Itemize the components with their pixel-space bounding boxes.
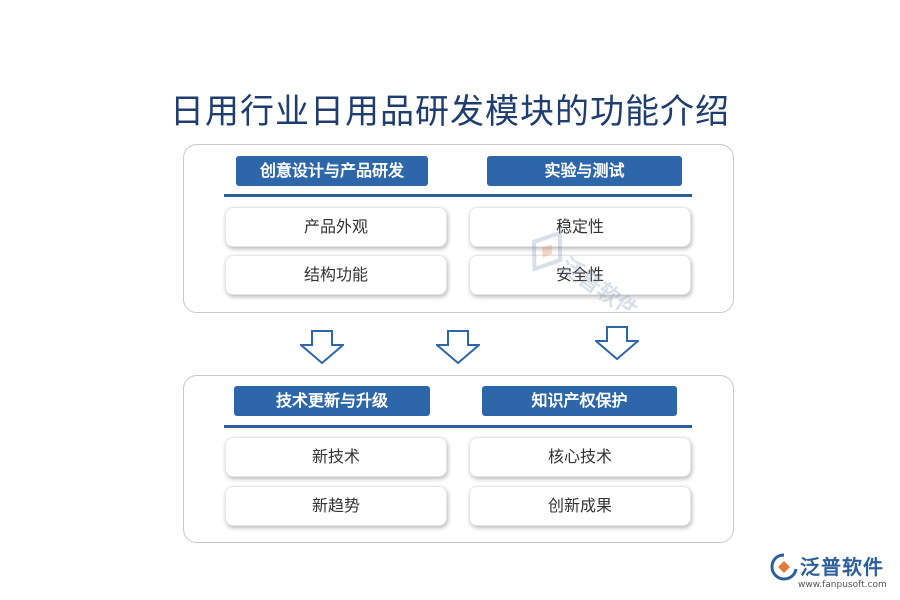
item-new-technology: 新技术 bbox=[225, 437, 447, 477]
top-panel: 创意设计与产品研发 实验与测试 产品外观 稳定性 结构功能 安全性 bbox=[183, 144, 734, 313]
down-arrow-icon bbox=[595, 326, 639, 360]
bottom-divider bbox=[224, 425, 692, 428]
brand-url: www.fanpusoft.com bbox=[798, 580, 887, 590]
header-ip-protection: 知识产权保护 bbox=[482, 386, 677, 416]
item-structure-function: 结构功能 bbox=[225, 255, 447, 295]
top-divider bbox=[224, 194, 692, 197]
header-experiment-testing: 实验与测试 bbox=[487, 156, 682, 186]
watermark-logo: 泛普软件 bbox=[513, 220, 653, 324]
header-tech-update: 技术更新与升级 bbox=[234, 386, 430, 416]
item-core-technology: 核心技术 bbox=[469, 437, 691, 477]
item-innovation-results: 创新成果 bbox=[469, 486, 691, 526]
fanpu-logo-icon bbox=[770, 553, 798, 581]
watermark-text: 泛普软件 bbox=[555, 253, 642, 310]
brand-name: 泛普软件 bbox=[800, 555, 884, 579]
down-arrow-icon bbox=[300, 330, 344, 364]
brand-logo: 泛普软件 www.fanpusoft.com bbox=[770, 551, 895, 597]
item-stability: 稳定性 bbox=[469, 207, 691, 247]
page-title: 日用行业日用品研发模块的功能介绍 bbox=[170, 92, 730, 132]
item-new-trend: 新趋势 bbox=[225, 486, 447, 526]
fanpu-logo-icon: 泛普软件 bbox=[531, 230, 642, 324]
bottom-panel: 技术更新与升级 知识产权保护 新技术 核心技术 新趋势 创新成果 bbox=[183, 375, 734, 543]
header-design-development: 创意设计与产品研发 bbox=[236, 156, 428, 186]
down-arrow-icon bbox=[436, 330, 480, 364]
item-safety: 安全性 bbox=[469, 255, 691, 295]
item-product-appearance: 产品外观 bbox=[225, 207, 447, 247]
